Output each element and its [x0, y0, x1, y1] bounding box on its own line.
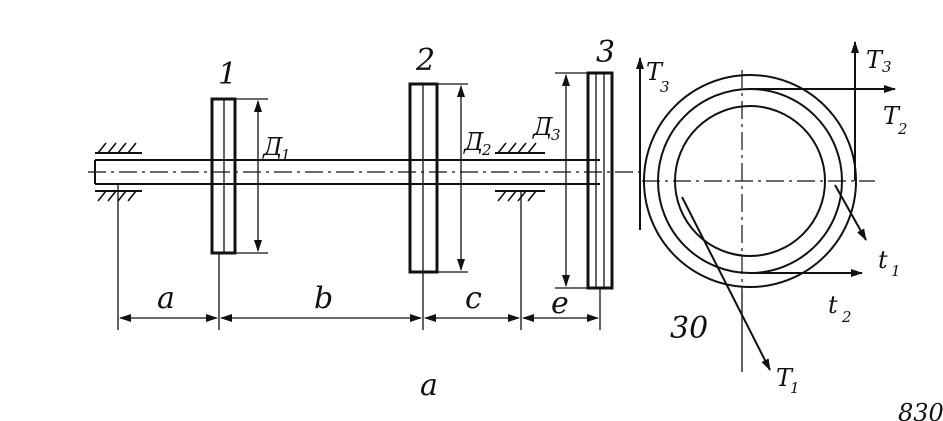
diameter-1-sub: 1 — [281, 146, 291, 164]
force-t3-left-sub: 3 — [660, 78, 670, 96]
force-t3-left-label: T — [646, 58, 664, 86]
pulley-3 — [555, 71, 614, 290]
dim-b-label: b — [314, 281, 333, 316]
diameter-3-label: Д — [532, 113, 553, 141]
dim-e-label: e — [551, 286, 569, 321]
force-t1-label: T — [776, 364, 794, 392]
shaft — [88, 159, 640, 185]
dim-a-label: a — [157, 281, 175, 316]
force-t3-right-sub: 3 — [882, 58, 892, 76]
force-arrows — [681, 41, 896, 372]
pulley-2-label: 2 — [415, 43, 435, 78]
left-bearing-support — [95, 142, 142, 202]
corner-number: 830 — [898, 399, 943, 421]
force-t1-sub: 1 — [790, 379, 800, 397]
force-t2-label: T — [883, 102, 901, 130]
pulley-1 — [210, 97, 268, 255]
force-t2-small-sub: 2 — [841, 308, 852, 326]
angle-30-label: 30 — [670, 311, 708, 346]
right-bearing-support — [495, 142, 545, 202]
force-t1-small-sub: 1 — [891, 262, 901, 280]
pulley-3-label: 3 — [596, 35, 615, 70]
diameter-1-label: Д — [262, 133, 283, 161]
force-t2-small-label: t — [828, 291, 838, 319]
figure-caption: a — [420, 368, 438, 403]
force-t3-right-label: T — [866, 46, 884, 74]
force-t2-sub: 2 — [897, 120, 908, 138]
force-t1-small-label: t — [878, 246, 888, 274]
pulley-side-view — [642, 70, 875, 292]
diameter-2-sub: 2 — [481, 141, 492, 159]
pulley-2 — [408, 82, 468, 274]
diameter-3-sub: 3 — [551, 126, 561, 144]
diameter-2-label: Д — [463, 128, 484, 156]
dimension-lines — [117, 184, 601, 330]
pulley-1-label: 1 — [218, 57, 237, 92]
dim-c-label: c — [465, 281, 482, 316]
